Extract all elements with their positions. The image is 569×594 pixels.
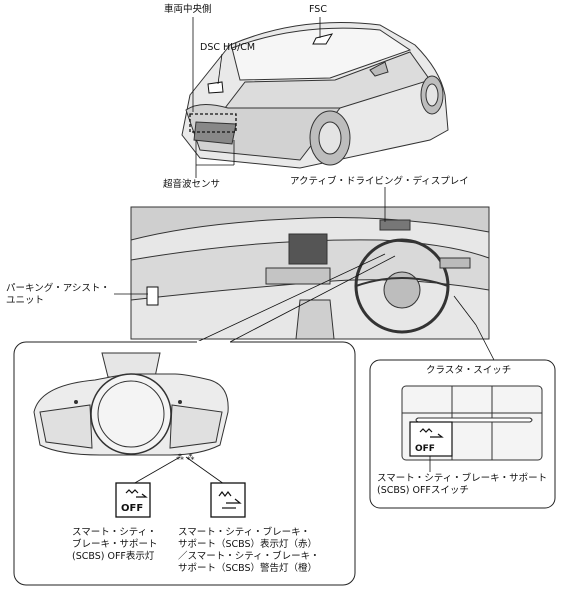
scbs-indicator-warning-label: スマート・シティ・ブレーキ・ サポート（SCBS）表示灯（赤） ／スマート・シテ… <box>178 527 320 574</box>
scbs-warning-icon <box>210 482 246 518</box>
instrument-cluster-illustration <box>33 352 229 456</box>
scbs-off-switch-label: スマート・シティ・ブレーキ・サポート (SCBS) OFFスイッチ <box>377 473 548 496</box>
dashboard-illustration <box>130 206 490 340</box>
scbs-off-text: OFF <box>121 503 143 514</box>
scbs-off-icon: OFF <box>115 482 151 518</box>
parking-assist-unit-label: パーキング・アシスト・ ユニット <box>6 283 110 306</box>
vehicle-center-label: 車両中央側 <box>164 4 212 15</box>
dsc-label: DSC HU/CM <box>200 42 256 53</box>
cluster-switch-label: クラスタ・スイッチ <box>426 365 512 376</box>
active-driving-display-label: アクティブ・ドライビング・ディスプレイ <box>290 176 469 187</box>
svg-text:OFF: OFF <box>415 444 435 454</box>
car-exterior-illustration <box>181 22 449 169</box>
scbs-off-indicator-label: スマート・シティ・ ブレーキ・サポート (SCBS) OFF表示灯 <box>72 527 158 562</box>
ultrasonic-sensor-label: 超音波センサ <box>163 179 221 190</box>
fsc-label: FSC <box>309 4 327 15</box>
svg-text:⁂ ⁂: ⁂ ⁂ <box>176 452 195 462</box>
switch-panel-illustration: OFF <box>401 385 543 461</box>
